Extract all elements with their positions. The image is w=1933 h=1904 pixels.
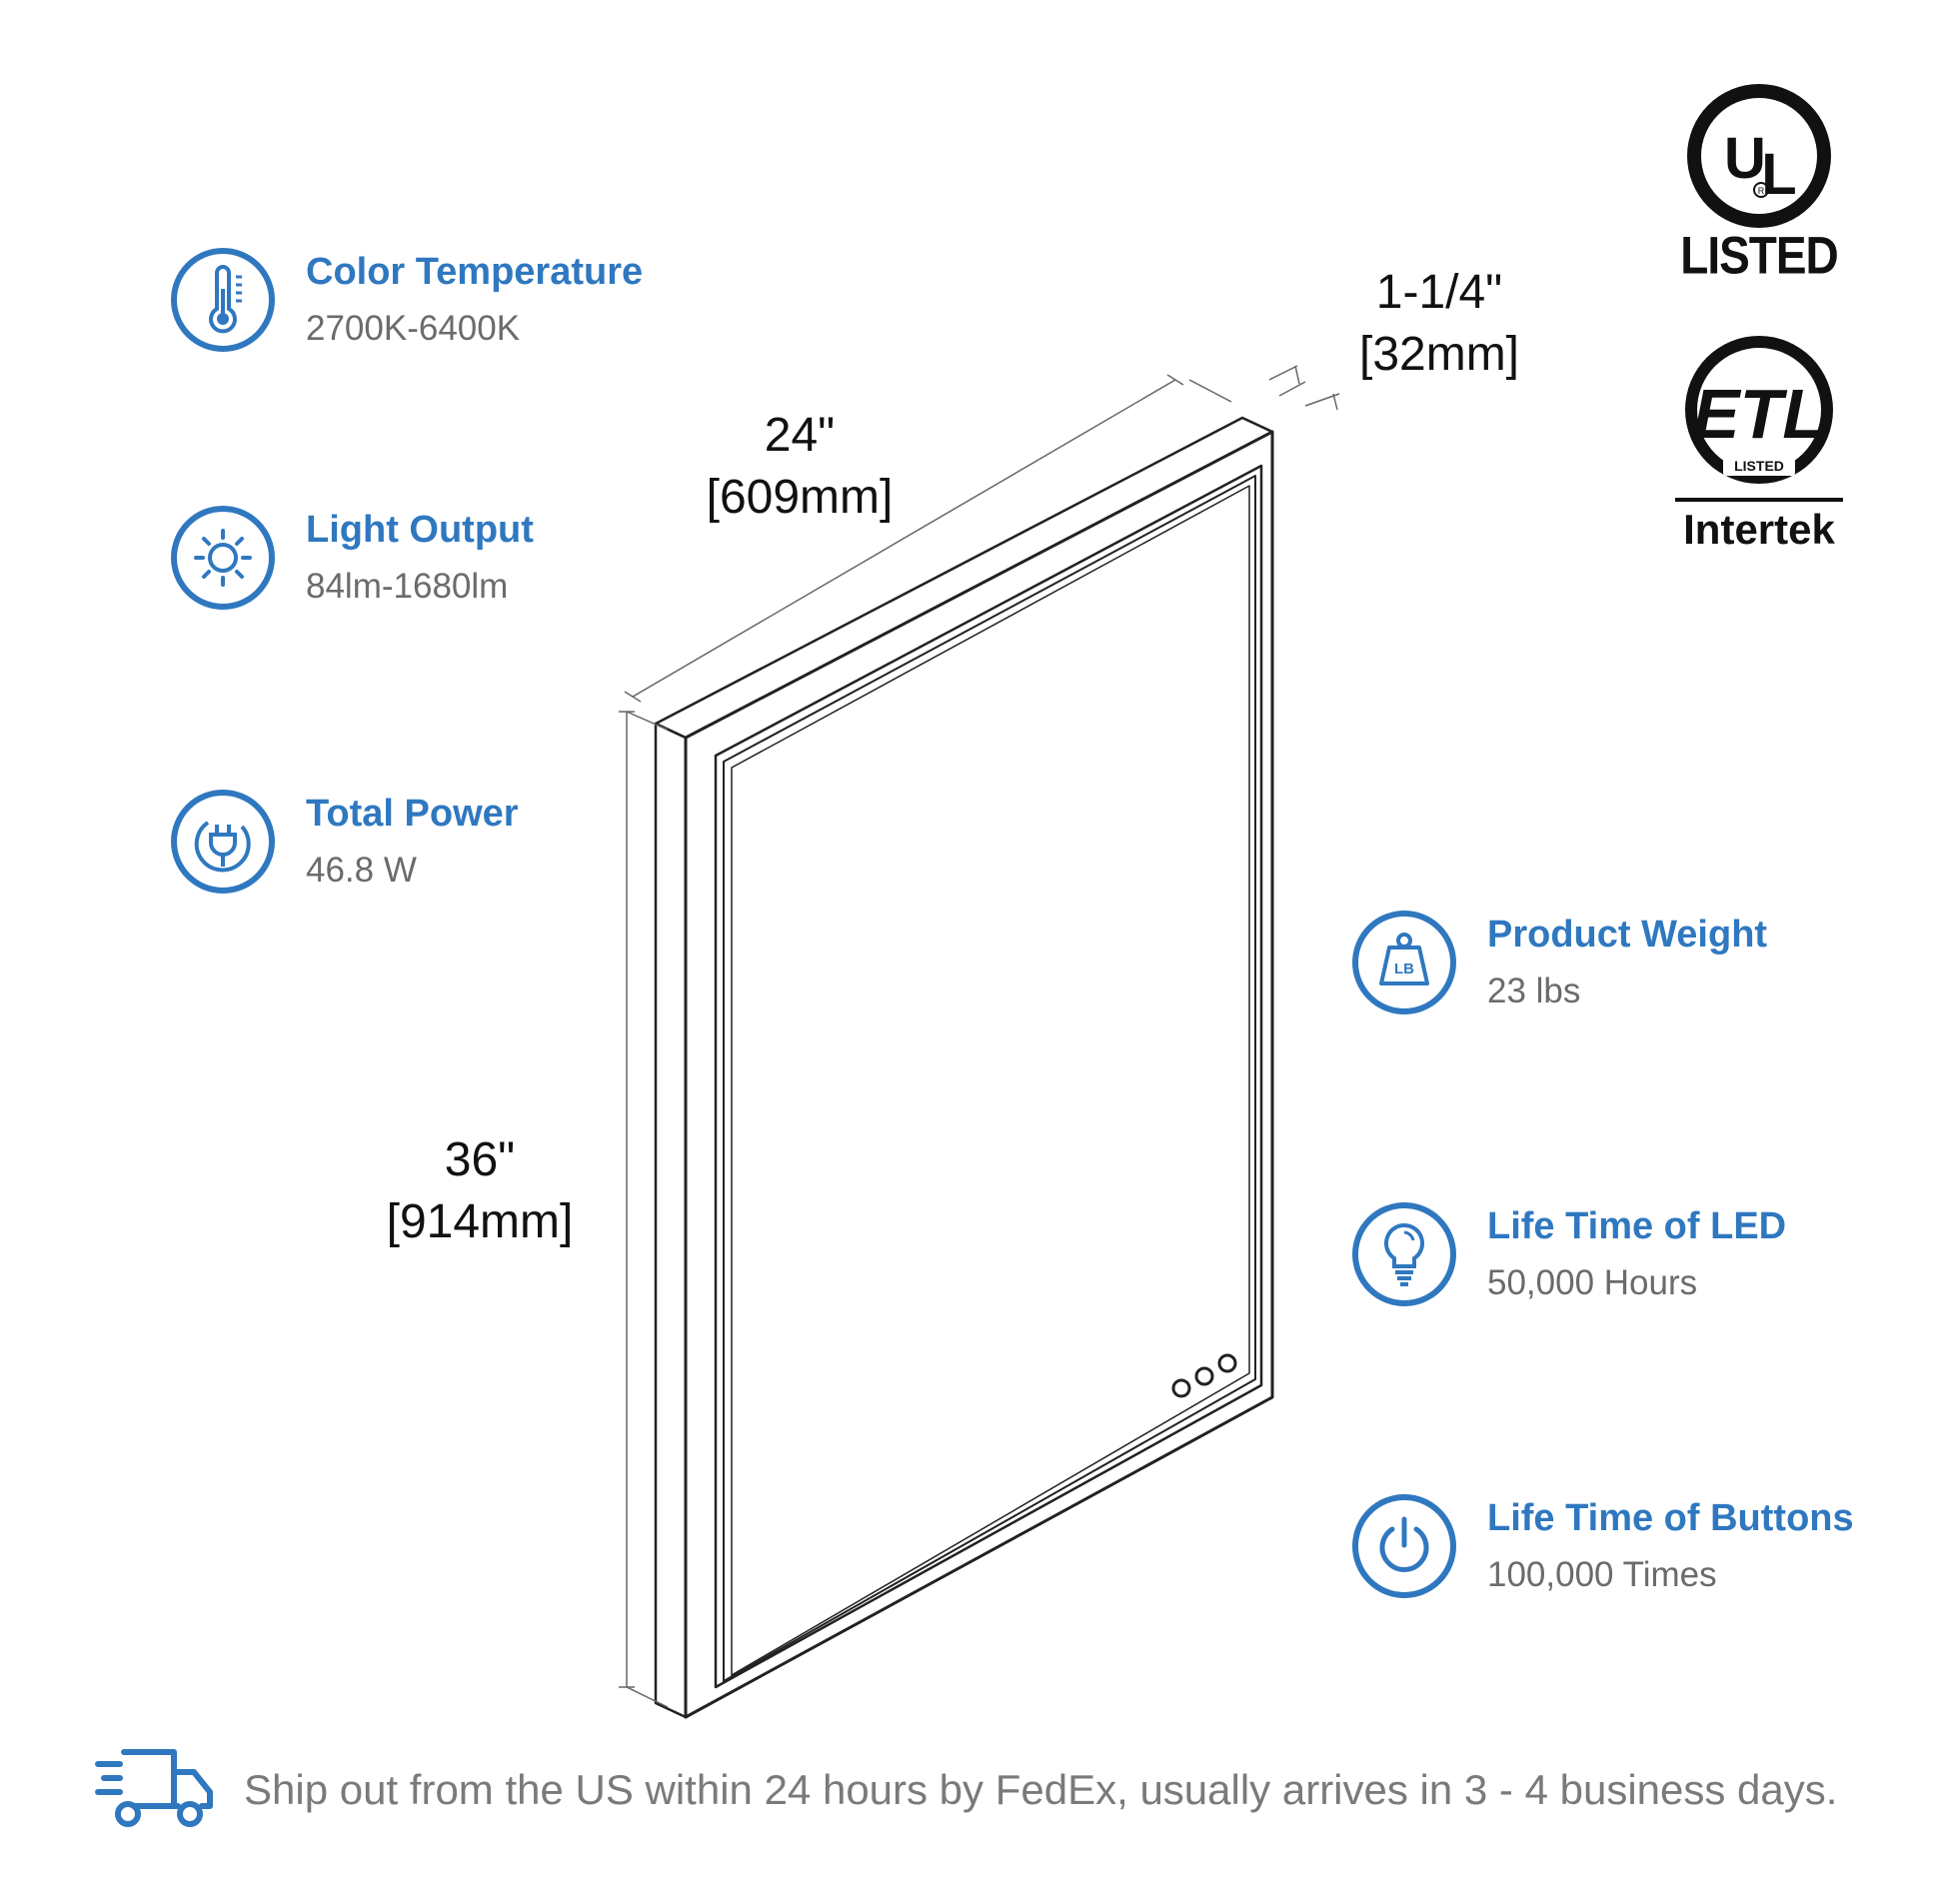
spec-color-temperature: Color Temperature 2700K-6400K [168,245,728,357]
shipping-text: Ship out from the US within 24 hours by … [244,1766,1838,1813]
etl-listed-logo: ETL LISTED Intertek [1671,328,1847,558]
spec-value: 46.8 W [306,851,417,890]
ul-logo-icon: U L R [1687,84,1831,228]
spec-title: Light Output [306,509,534,551]
svg-text:ETL: ETL [1693,375,1825,453]
thermometer-icon [171,248,275,352]
dimension-height-mm: [914mm] [386,1195,574,1248]
svg-text:LB: LB [1394,960,1414,977]
spec-product-weight: LB Product Weight 23 lbs [1349,908,1909,1019]
power-icon [1352,1494,1456,1598]
dimension-depth-inch: 1-1/4" [1375,266,1503,319]
spec-light-output: Light Output 84lm-1680lm [168,503,728,615]
spec-value: 100,000 Times [1487,1555,1717,1594]
spec-title: Life Time of LED [1487,1205,1787,1247]
spec-title: Total Power [306,793,519,835]
sun-icon [171,506,275,610]
svg-text:R: R [1758,186,1765,196]
spec-total-power: Total Power 46.8 W [168,787,728,899]
svg-text:L: L [1761,142,1796,207]
touch-button [1194,1366,1214,1386]
touch-button [1171,1378,1191,1398]
weight-icon: LB [1352,911,1456,1014]
ul-listed-label: LISTED [1680,225,1839,285]
spec-title: Life Time of Buttons [1487,1497,1854,1539]
etl-small-label: LISTED [1734,458,1784,474]
spec-title: Product Weight [1487,914,1768,955]
spec-title: Color Temperature [306,251,644,293]
lightbulb-icon [1352,1202,1456,1306]
etl-divider [1675,498,1843,502]
spec-led-lifetime: Life Time of LED 50,000 Hours [1349,1199,1909,1311]
dimension-width: 24" [609mm] [660,405,940,529]
dimension-width-mm: [609mm] [706,471,894,524]
spec-value: 84lm-1680lm [306,567,509,606]
spec-value: 2700K-6400K [306,309,521,348]
etl-brand-label: Intertek [1683,506,1835,553]
etl-logo-icon: ETL LISTED [1685,336,1833,484]
spec-value: 50,000 Hours [1487,1263,1698,1302]
svg-text:U: U [1724,126,1766,191]
dimension-width-inch: 24" [764,409,836,462]
touch-button [1217,1353,1237,1373]
truck-icon [95,1749,213,1827]
dimension-depth-mm: [32mm] [1358,328,1520,381]
spec-value: 23 lbs [1487,971,1581,1010]
spec-buttons-lifetime: Life Time of Buttons 100,000 Times [1349,1491,1909,1603]
plug-icon [171,790,275,894]
dimension-height: 36" [914mm] [340,1129,620,1253]
shipping-info: Ship out from the US within 24 hours by … [94,1744,1893,1834]
ul-listed-logo: U L R LISTED [1679,78,1839,288]
dimension-depth: 1-1/4" [32mm] [1299,262,1579,386]
dimension-height-inch: 36" [444,1133,516,1186]
touch-buttons [1171,1353,1237,1398]
